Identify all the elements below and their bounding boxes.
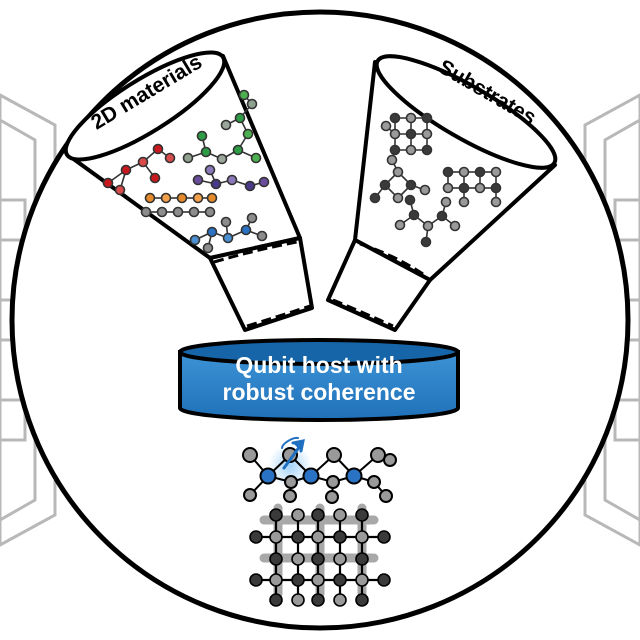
qubit-atom-icon: [259, 467, 277, 485]
gray-molecule-3: [442, 166, 502, 208]
2d-layer-lattice: [242, 436, 397, 504]
spin-arrow-icon: [281, 436, 305, 470]
qubit-glow: [268, 444, 312, 488]
blue-molecule: [189, 212, 268, 254]
gray-molecule-2: [369, 154, 431, 204]
gray-molecules: [369, 112, 502, 248]
substrate-lattice: [249, 503, 391, 607]
qubit-host-cylinder: [178, 338, 460, 422]
right-frame-decoration: [583, 93, 640, 547]
gray-molecule-4: [394, 194, 461, 248]
green-molecule: [182, 89, 262, 165]
gray-molecule-1: [380, 112, 433, 156]
orange-molecule: [140, 192, 218, 218]
red-molecule: [102, 143, 176, 196]
colored-molecules: [102, 89, 270, 254]
purple-molecule: [192, 164, 270, 192]
